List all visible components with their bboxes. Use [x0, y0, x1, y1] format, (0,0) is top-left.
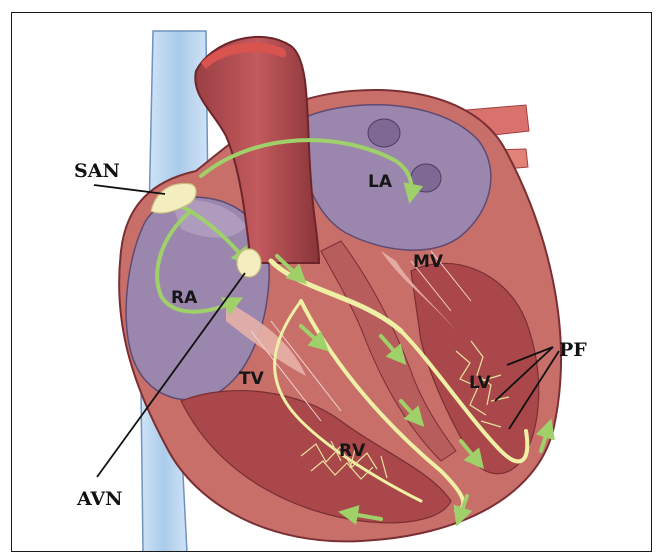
- label-tv: TV: [239, 369, 265, 389]
- label-rv: RV: [339, 441, 366, 461]
- av-node-icon: [237, 249, 261, 277]
- label-avn: AVN: [76, 488, 122, 510]
- label-san: SAN: [74, 160, 120, 182]
- label-lv: LV: [469, 373, 491, 393]
- label-mv: MV: [413, 252, 444, 272]
- figure-frame: SAN AVN PF LA MV RA TV LV RV: [11, 12, 652, 552]
- label-ra: RA: [171, 288, 198, 308]
- label-la: LA: [368, 172, 393, 192]
- heart-conduction-diagram: SAN AVN PF LA MV RA TV LV RV: [12, 13, 652, 552]
- label-pf: PF: [559, 339, 587, 361]
